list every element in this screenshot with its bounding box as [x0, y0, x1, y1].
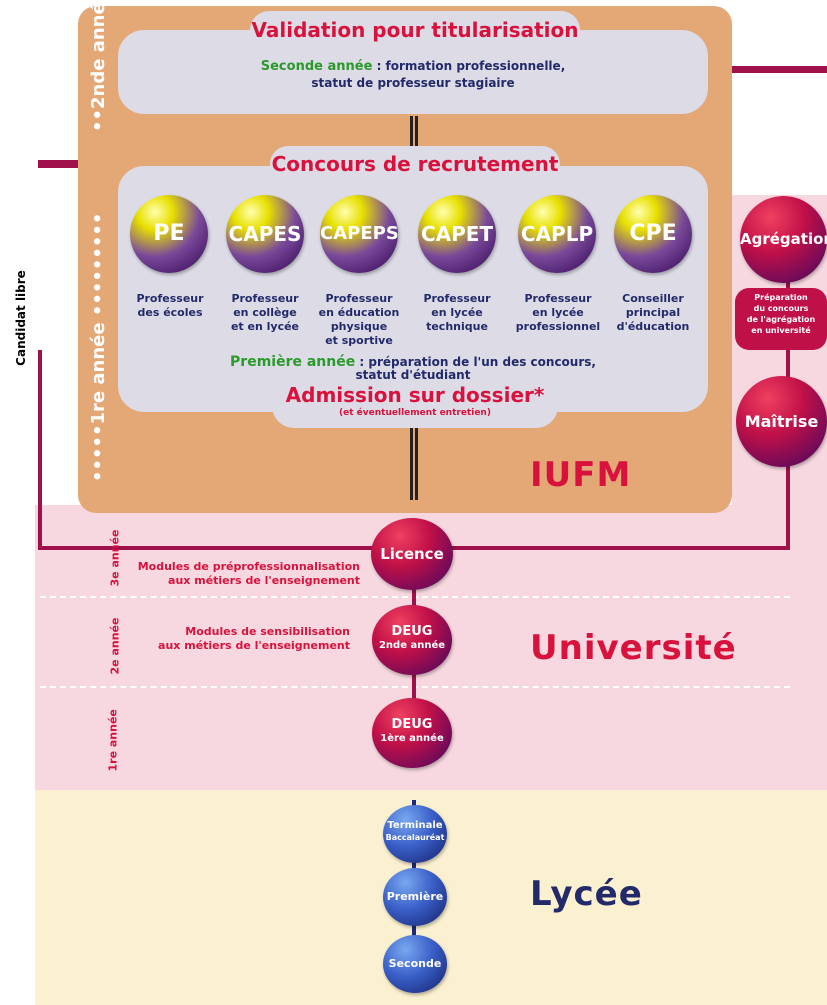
link-bar: [410, 116, 418, 150]
premiere-sphere: Première: [383, 868, 447, 926]
capeps-sphere: CAPEPS: [320, 195, 399, 273]
first-year-rest2: statut d'étudiant: [355, 368, 471, 382]
year-1-label: 1re année: [106, 709, 120, 772]
pe-sphere: PE: [130, 195, 208, 273]
licence-sphere: Licence: [371, 518, 453, 590]
caplp-sphere: CAPLP: [518, 195, 596, 273]
validation-title: Validation pour titularisation: [250, 11, 580, 49]
second-year-head: Seconde année: [260, 59, 373, 74]
link-bar: [410, 428, 418, 500]
first-year-rest: : préparation de l'un des concours,: [355, 355, 596, 369]
admission-title: Admission sur dossier*: [285, 383, 545, 407]
first-year-head: Première année: [230, 354, 356, 370]
connector-bar: [710, 66, 827, 73]
second-year-rest: : formation professionnelle,: [372, 59, 566, 73]
first-year-panel: [118, 166, 708, 412]
candidat-libre-line: [38, 350, 42, 550]
second-year-desc: Seconde année : formation professionnell…: [140, 58, 686, 92]
universite-title: Université: [530, 628, 737, 668]
iufm-title: IUFM: [530, 455, 632, 495]
admission-note: (et éventuellement entretien): [339, 408, 491, 418]
second-year-side-label: ••2nde année••: [88, 0, 109, 132]
capet-sphere: CAPET: [418, 195, 496, 273]
seconde-sphere: Seconde: [383, 935, 447, 993]
capes-sphere: CAPES: [226, 195, 304, 273]
agregation-sphere: Agrégation: [740, 196, 827, 283]
admission-pill: Admission sur dossier* (et éventuellemen…: [272, 382, 558, 428]
second-year-rest2: statut de professeur stagiaire: [311, 76, 515, 90]
cpe-sphere: CPE: [614, 195, 692, 273]
first-year-desc: Première année : préparation de l'un des…: [140, 354, 686, 388]
first-year-side-label: •••••1re année •••••••••: [88, 212, 109, 482]
maitrise-sphere: Maîtrise: [736, 376, 827, 467]
lycee-title: Lycée: [530, 874, 643, 914]
candidat-libre-label: Candidat libre: [14, 270, 28, 366]
concours-title: Concours de recrutement: [270, 146, 560, 182]
